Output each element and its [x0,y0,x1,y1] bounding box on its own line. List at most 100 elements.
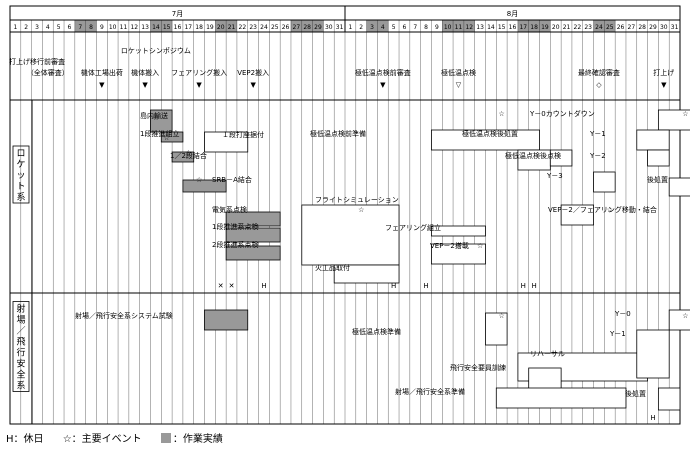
task-label: VEP－2搭載 [430,241,469,250]
legend-holiday: H：休日 [6,434,44,445]
day-label: 18 [530,24,538,31]
task-label: 島内輸送 [140,111,168,120]
task-bar [636,129,670,151]
event-label: 機体工場出荷 [81,68,123,77]
event-label: （全体審査） [27,68,69,77]
section-label-char: 場 [16,314,25,326]
day-label: 25 [606,24,614,31]
task-bar [668,309,690,331]
task-label: Y－2 [589,152,606,160]
star-mark: ☆ [153,114,159,122]
holiday-cell [517,20,529,32]
task-label: 2段推進系点検 [212,240,258,249]
day-label: 9 [100,24,104,31]
legend-actual-swatch [160,433,171,443]
holiday-mark: H [261,282,266,290]
holiday-cell [215,20,227,32]
star-mark: ☆ [499,312,505,320]
holiday-cell [312,20,324,32]
task-label: 電気系点検 [212,205,247,214]
task-bar [495,387,627,409]
task-label: 極低温点検後点検 [505,151,561,160]
holiday-cell [604,20,616,32]
day-label: 1 [13,24,17,31]
day-label: 16 [174,24,182,31]
section-label-char: ／ [16,326,25,337]
holiday-cell [442,20,454,32]
day-label: 24 [260,24,268,31]
event-label: 打上げ [653,68,674,77]
task-bar [431,129,540,151]
day-label: 3 [370,24,374,31]
section-label-char: 安 [16,358,25,370]
task-label: Y－0カウントダウン [529,109,595,118]
task-bar [636,329,670,379]
legend-actual: ：作業実績 [160,433,223,445]
event-label: フェアリング搬入 [171,68,227,77]
task-label: SRB－A結合 [212,175,252,184]
holiday-cell [74,20,86,32]
holiday-mark: H [391,282,396,290]
task-bar [431,225,486,237]
day-label: 29 [314,24,322,31]
star-mark: ☆ [607,206,613,214]
event-marker: ◇ [596,81,602,89]
day-label: 19 [541,24,549,31]
event-marker: ▼ [250,81,256,89]
holiday-mark: H [531,282,536,290]
day-label: 26 [282,24,290,31]
day-label: 30 [660,24,668,31]
star-mark: ☆ [196,176,202,184]
section-label-box [12,145,30,204]
task-label: １段打座据付 [222,130,264,139]
day-label: 12 [130,24,138,31]
day-label: 30 [325,24,333,31]
day-label: 8 [424,24,428,31]
holiday-cell [301,20,313,32]
task-label: 1／2段結合 [170,151,207,160]
star-mark: ☆ [455,242,461,250]
star-mark: ☆ [185,149,191,157]
task-bar [657,109,690,131]
task-bar [668,177,690,197]
task-bar [431,243,486,265]
legend-actual-label: ：作業実績 [172,434,223,445]
day-label: 27 [293,24,301,31]
holiday-cell [290,20,302,32]
legend: H：休日 ☆：主要イベント ：作業実績 [6,430,239,445]
task-label: 極低温点検後処置 [462,129,518,138]
holiday-cell [85,20,97,32]
section-label-char: 系 [16,192,25,203]
task-label: 飛行安全要員訓練 [450,363,506,372]
event-marker: ▼ [661,81,667,89]
star-mark: ☆ [477,242,483,250]
day-label: 4 [381,24,385,31]
task-label: Y－0 [614,310,631,318]
section-label-char: ケ [16,159,25,170]
task-label: フェアリング組立 [385,223,441,232]
day-label: 10 [444,24,452,31]
day-label: 10 [109,24,117,31]
holiday-mark: H [423,282,428,290]
day-label: 17 [519,24,527,31]
month-label-2: 8月 [507,10,518,18]
day-label: 1 [348,24,352,31]
day-label: 22 [574,24,582,31]
cancel-mark: ✕ [218,282,224,290]
event-label: 最終確認審査 [578,68,620,77]
day-label: 20 [217,24,225,31]
day-label: 29 [649,24,657,31]
section-label-char: 全 [16,369,25,381]
day-label: 2 [359,24,363,31]
holiday-mark: H [521,282,526,290]
event-label: ロケットシンポジウム [121,47,191,55]
day-label: 6 [68,24,72,31]
day-label: 20 [552,24,560,31]
section-label-char: 飛 [16,337,25,348]
section-label-char: ロ [16,149,25,159]
event-label: 極低温点検 [441,68,476,77]
task-label: Y－3 [546,172,563,180]
event-marker: ▼ [380,81,386,89]
event-label: VEP2搬入 [237,68,269,77]
